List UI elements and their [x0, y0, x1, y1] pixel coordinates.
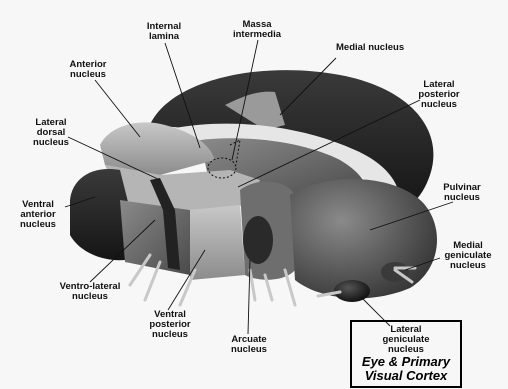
label-ventro-lateral-nucleus: Ventro-lateral nucleus — [50, 282, 130, 302]
pulvinar-shape — [290, 179, 437, 298]
ventro-lateral-shape — [120, 200, 190, 275]
medial-geniculate-shape — [381, 262, 409, 282]
label-ventral-posterior-nucleus: Ventral posterior nucleus — [142, 310, 198, 340]
label-arcuate-nucleus: Arcuate nucleus — [222, 335, 276, 355]
label-ventral-anterior-nucleus: Ventral anterior nucleus — [12, 200, 64, 230]
label-massa-intermedia: Massa intermedia — [226, 20, 288, 40]
ventral-anterior-shape — [70, 169, 130, 260]
label-lateral-posterior-nucleus: Lateral posterior nucleus — [410, 80, 468, 110]
label-lateral-dorsal-nucleus: Lateral dorsal nucleus — [26, 118, 76, 148]
ventral-posterior-shape — [190, 205, 245, 280]
label-medial-geniculate-nucleus: Medial geniculate nucleus — [438, 241, 498, 271]
label-internal-lamina: Internal lamina — [138, 22, 190, 42]
label-anterior-nucleus: Anterior nucleus — [62, 60, 114, 80]
label-pulvinar-nucleus: Pulvinar nucleus — [436, 183, 488, 203]
label-medial-nucleus: Medial nucleus — [336, 43, 404, 53]
arcuate-nucleus-shape — [243, 216, 273, 264]
caption-text: Eye & Primary Visual Cortex — [352, 355, 460, 383]
